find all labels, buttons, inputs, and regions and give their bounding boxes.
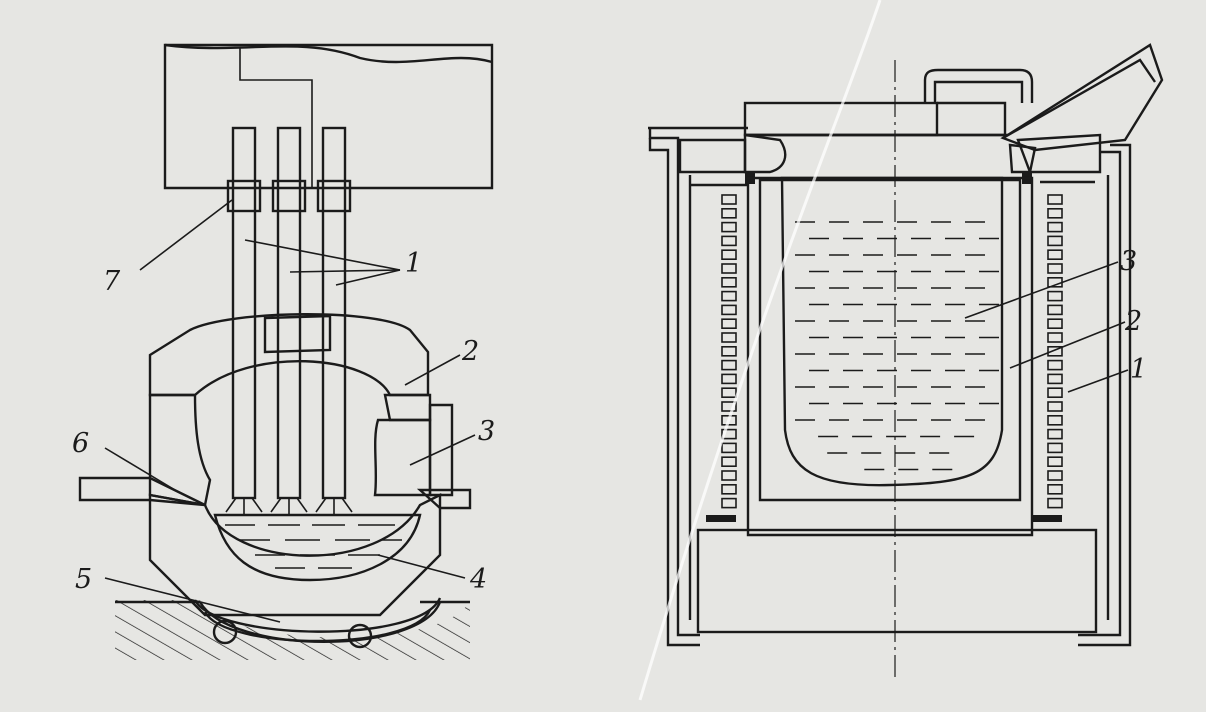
- coil-turn: [1047, 208, 1063, 219]
- induction-furnace: 3 2 1: [648, 43, 1164, 680]
- label-2-right: 2: [1124, 306, 1142, 337]
- coil-turn: [721, 387, 737, 399]
- crucible-lining: [758, 178, 1022, 502]
- coil-turn: [721, 208, 737, 219]
- coil-turn: [1047, 387, 1063, 399]
- label-6: 6: [72, 428, 89, 459]
- coil-turn: [721, 221, 737, 233]
- coil-turn: [1047, 428, 1063, 440]
- coil-turn: [721, 442, 737, 454]
- label-5: 5: [75, 564, 92, 595]
- coil-turn: [721, 483, 737, 495]
- scan-streak: [638, 0, 882, 701]
- electrodes: [225, 126, 353, 514]
- coil-turn: [1047, 304, 1063, 316]
- coil-turn: [1047, 470, 1063, 481]
- label-7: 7: [103, 266, 121, 297]
- coil-turn: [721, 470, 737, 481]
- coil-turn: [1047, 442, 1063, 454]
- coil-turn: [1047, 483, 1063, 495]
- label-1: 1: [405, 248, 422, 279]
- tilting-cradle: [193, 597, 442, 649]
- top-ring: [678, 138, 747, 174]
- coil-turn: [1047, 318, 1063, 330]
- label-3-right: 3: [1120, 246, 1137, 277]
- coil-terminal: [1032, 515, 1062, 522]
- label-1-right: 1: [1130, 354, 1147, 385]
- coil-terminal: [706, 515, 736, 522]
- coil-turn: [721, 249, 737, 260]
- coil-turn: [1047, 345, 1063, 357]
- coil-turn: [1047, 249, 1063, 260]
- coil-turn: [721, 276, 737, 288]
- coil-turn: [721, 194, 737, 205]
- coil-turn: [1047, 290, 1063, 302]
- inductor-coil: [706, 194, 1063, 522]
- coil-turn: [721, 304, 737, 316]
- insulating-backfill: [746, 176, 1034, 537]
- coil-turn: [1047, 497, 1063, 509]
- coil-turn: [721, 359, 737, 371]
- coil-turn: [721, 456, 737, 468]
- lid: [743, 68, 1034, 137]
- coil-turn: [721, 290, 737, 302]
- arc-furnace: 7 1 2 3 6 4 5: [72, 43, 495, 660]
- coil-turn: [721, 428, 737, 440]
- electrode-mast: [163, 43, 494, 190]
- molten-bath: [213, 513, 422, 582]
- leader-lines-left: [104, 199, 476, 623]
- coil-turn: [1047, 414, 1063, 426]
- leader-lines-right: [964, 261, 1129, 393]
- coil-turn: [721, 235, 737, 247]
- wall-left: [148, 393, 212, 507]
- coil-turn: [721, 345, 737, 357]
- coil-turn: [721, 373, 737, 385]
- coil-turn: [1047, 359, 1063, 371]
- coil-turn: [1047, 456, 1063, 468]
- coil-turn: [1047, 263, 1063, 274]
- outer-casing: [648, 126, 748, 647]
- coil-turn: [721, 401, 737, 412]
- molten-metal: [780, 176, 1004, 487]
- coil-turn: [721, 332, 737, 343]
- coil-turn: [721, 497, 737, 509]
- coil-turn: [1047, 373, 1063, 385]
- door-sill: [416, 488, 472, 510]
- coil-turn: [1047, 221, 1063, 233]
- tapping-spout: [78, 476, 206, 507]
- hearth-lining: [148, 493, 442, 617]
- coil-turn: [1047, 332, 1063, 343]
- coil-turn: [1047, 235, 1063, 247]
- roof: [148, 313, 430, 397]
- coil-turn: [721, 263, 737, 274]
- coil-turn: [721, 318, 737, 330]
- label-2: 2: [461, 336, 479, 367]
- coil-turn: [1047, 194, 1063, 205]
- base-block: [696, 528, 1098, 634]
- label-3: 3: [478, 416, 495, 447]
- label-4: 4: [469, 564, 487, 595]
- coil-turn: [1047, 401, 1063, 412]
